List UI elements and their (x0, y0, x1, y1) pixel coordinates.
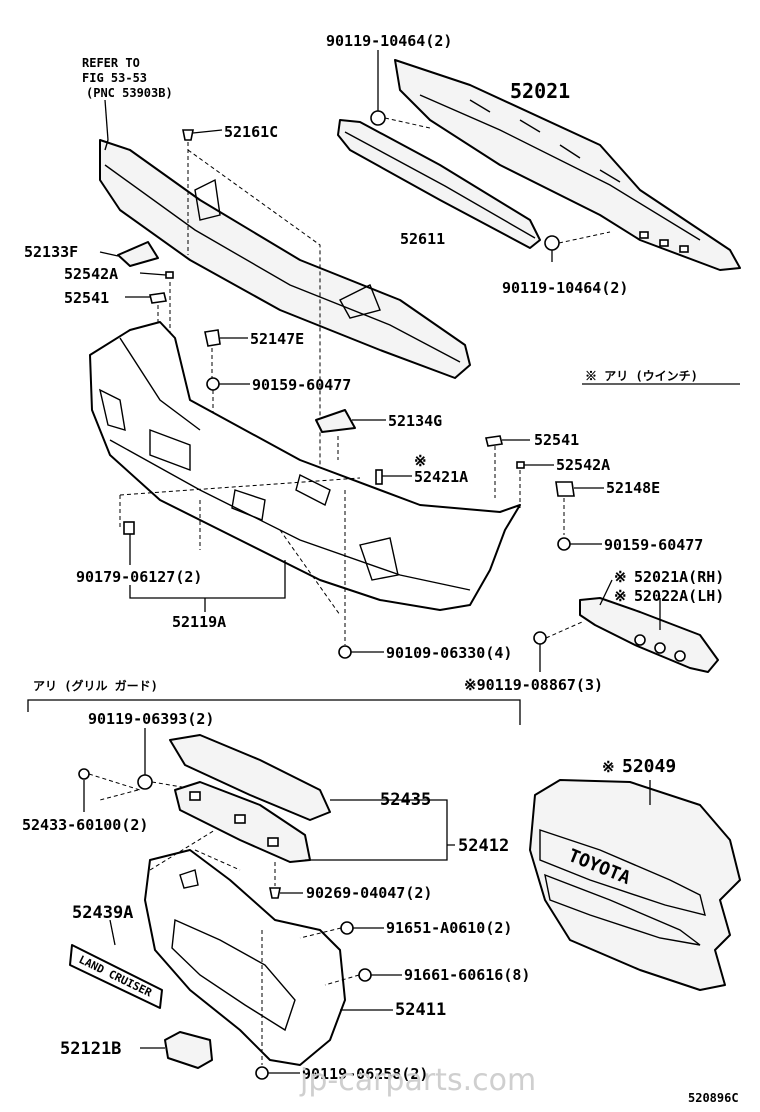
bolt-90119-08867 (533, 621, 583, 672)
clip-90179-06127 (123, 521, 135, 565)
part-52021-reinforcement (394, 59, 741, 271)
label-52133F: 52133F (24, 243, 78, 261)
bolt-90119-10464-bottom (544, 231, 611, 262)
bracket-52021A-52022A (579, 579, 719, 673)
label-52433-60100: 52433-60100(2) (22, 816, 148, 834)
refer-note-leader (104, 99, 109, 141)
clip-52433-60100 (78, 768, 141, 812)
label-52147E: 52147E (250, 330, 304, 348)
pad-52541-right (485, 435, 530, 498)
label-52411: 52411 (395, 1000, 446, 1020)
label-90119-10464-top: 90119-10464(2) (326, 32, 452, 50)
clip-52161C (182, 129, 321, 470)
diagram-code: 520896C (688, 1091, 739, 1105)
label-52049: 52049 (622, 756, 676, 777)
label-52021A: 52021A(RH) (634, 568, 724, 586)
clip-52542A-right (516, 461, 554, 508)
bolt-91651-A0610 (299, 921, 384, 939)
label-91651-A0610: 91651-A0610(2) (386, 919, 512, 937)
cover-52134G (315, 409, 386, 460)
guard-frame-52411 (144, 829, 393, 1066)
bumper-upper-reinforcement (99, 139, 471, 379)
label-52541-right: 52541 (534, 431, 579, 449)
clip-52542A-left (139, 271, 174, 279)
nut-91661-60616 (324, 968, 402, 986)
bolt-90119-06393 (99, 728, 201, 801)
label-52435: 52435 (380, 790, 431, 810)
part-52611-beam (337, 119, 541, 249)
label-52148E: 52148E (606, 479, 660, 497)
watermark: jp-carparts.com (299, 1063, 536, 1098)
part-labels: 90119-10464(2) 52021 52161C 52611 90119-… (22, 32, 724, 1083)
label-52542A-left: 52542A (64, 265, 118, 283)
label-90119-08867: ※90119-08867(3) (464, 676, 603, 694)
land-cruiser-emblem-text: LAND CRUISER (77, 953, 154, 1000)
land-cruiser-emblem-plate (69, 944, 163, 1009)
label-91661-60616: 91661-60616(8) (404, 966, 530, 984)
label-52611: 52611 (400, 230, 445, 248)
plate-52121B (140, 1031, 213, 1069)
bracket-52119A (129, 560, 286, 612)
label-52134G: 52134G (388, 412, 442, 430)
label-90159-60477-left: 90159-60477 (252, 376, 351, 394)
label-52022A: 52022A(LH) (634, 587, 724, 605)
label-90159-60477-right: 90159-60477 (604, 536, 703, 554)
label-90119-10464-bottom: 90119-10464(2) (502, 279, 628, 297)
grille-guard-note-text: アリ (グリル ガード) (33, 678, 158, 693)
bolt-90159-60477-right (557, 537, 602, 551)
label-52021: 52021 (510, 79, 570, 103)
refer-note-line1: REFER TO (82, 56, 140, 70)
emblem-52439A: LAND CRUISER (69, 919, 163, 1009)
ref-mark-52421A: ※ (414, 452, 427, 470)
ref-mark-52022A: ※ (614, 587, 627, 605)
grille-bar-52412 (174, 781, 455, 863)
label-52541-left: 52541 (64, 289, 109, 307)
cover-52133F (99, 241, 159, 267)
winch-note-text: ※ アリ (ウインチ) (585, 369, 698, 383)
bumper-cover-52119A (89, 321, 521, 616)
label-52421A: 52421A (414, 468, 468, 486)
grille-52049: TOYOTA (529, 779, 741, 991)
label-52121B: 52121B (60, 1039, 121, 1059)
label-90269-04047: 90269-04047(2) (306, 884, 432, 902)
label-52542A-right: 52542A (556, 456, 610, 474)
label-90179-06127: 90179-06127(2) (76, 568, 202, 586)
clip-52421A (375, 469, 412, 485)
ref-mark-52021A: ※ (614, 568, 627, 586)
bolt-90119-10464-top (370, 50, 431, 129)
label-52412: 52412 (458, 836, 509, 856)
label-90119-06258: 90119-06258(2) (302, 1065, 428, 1083)
trim-52435 (169, 734, 440, 821)
label-52439A: 52439A (72, 903, 133, 923)
refer-note-line3: (PNC 53903B) (86, 86, 173, 100)
ref-mark-52049: ※ (602, 758, 615, 776)
label-52119A: 52119A (172, 613, 226, 631)
refer-note-line2: FIG 53-53 (82, 71, 147, 85)
label-52161C: 52161C (224, 123, 278, 141)
grille-guard-note: アリ (グリル ガード) (27, 678, 521, 725)
label-90109-06330: 90109-06330(4) (386, 644, 512, 662)
refer-note: REFER TO FIG 53-53 (PNC 53903B) (82, 56, 173, 141)
label-90119-06393: 90119-06393(2) (88, 710, 214, 728)
winch-note: ※ アリ (ウインチ) (582, 369, 740, 385)
retainer-52147E (204, 329, 248, 378)
bolt-90109-06330 (338, 490, 384, 659)
screw-90269-04047 (269, 862, 303, 899)
bolt-90119-06258 (255, 930, 300, 1080)
retainer-52148E (555, 481, 604, 535)
